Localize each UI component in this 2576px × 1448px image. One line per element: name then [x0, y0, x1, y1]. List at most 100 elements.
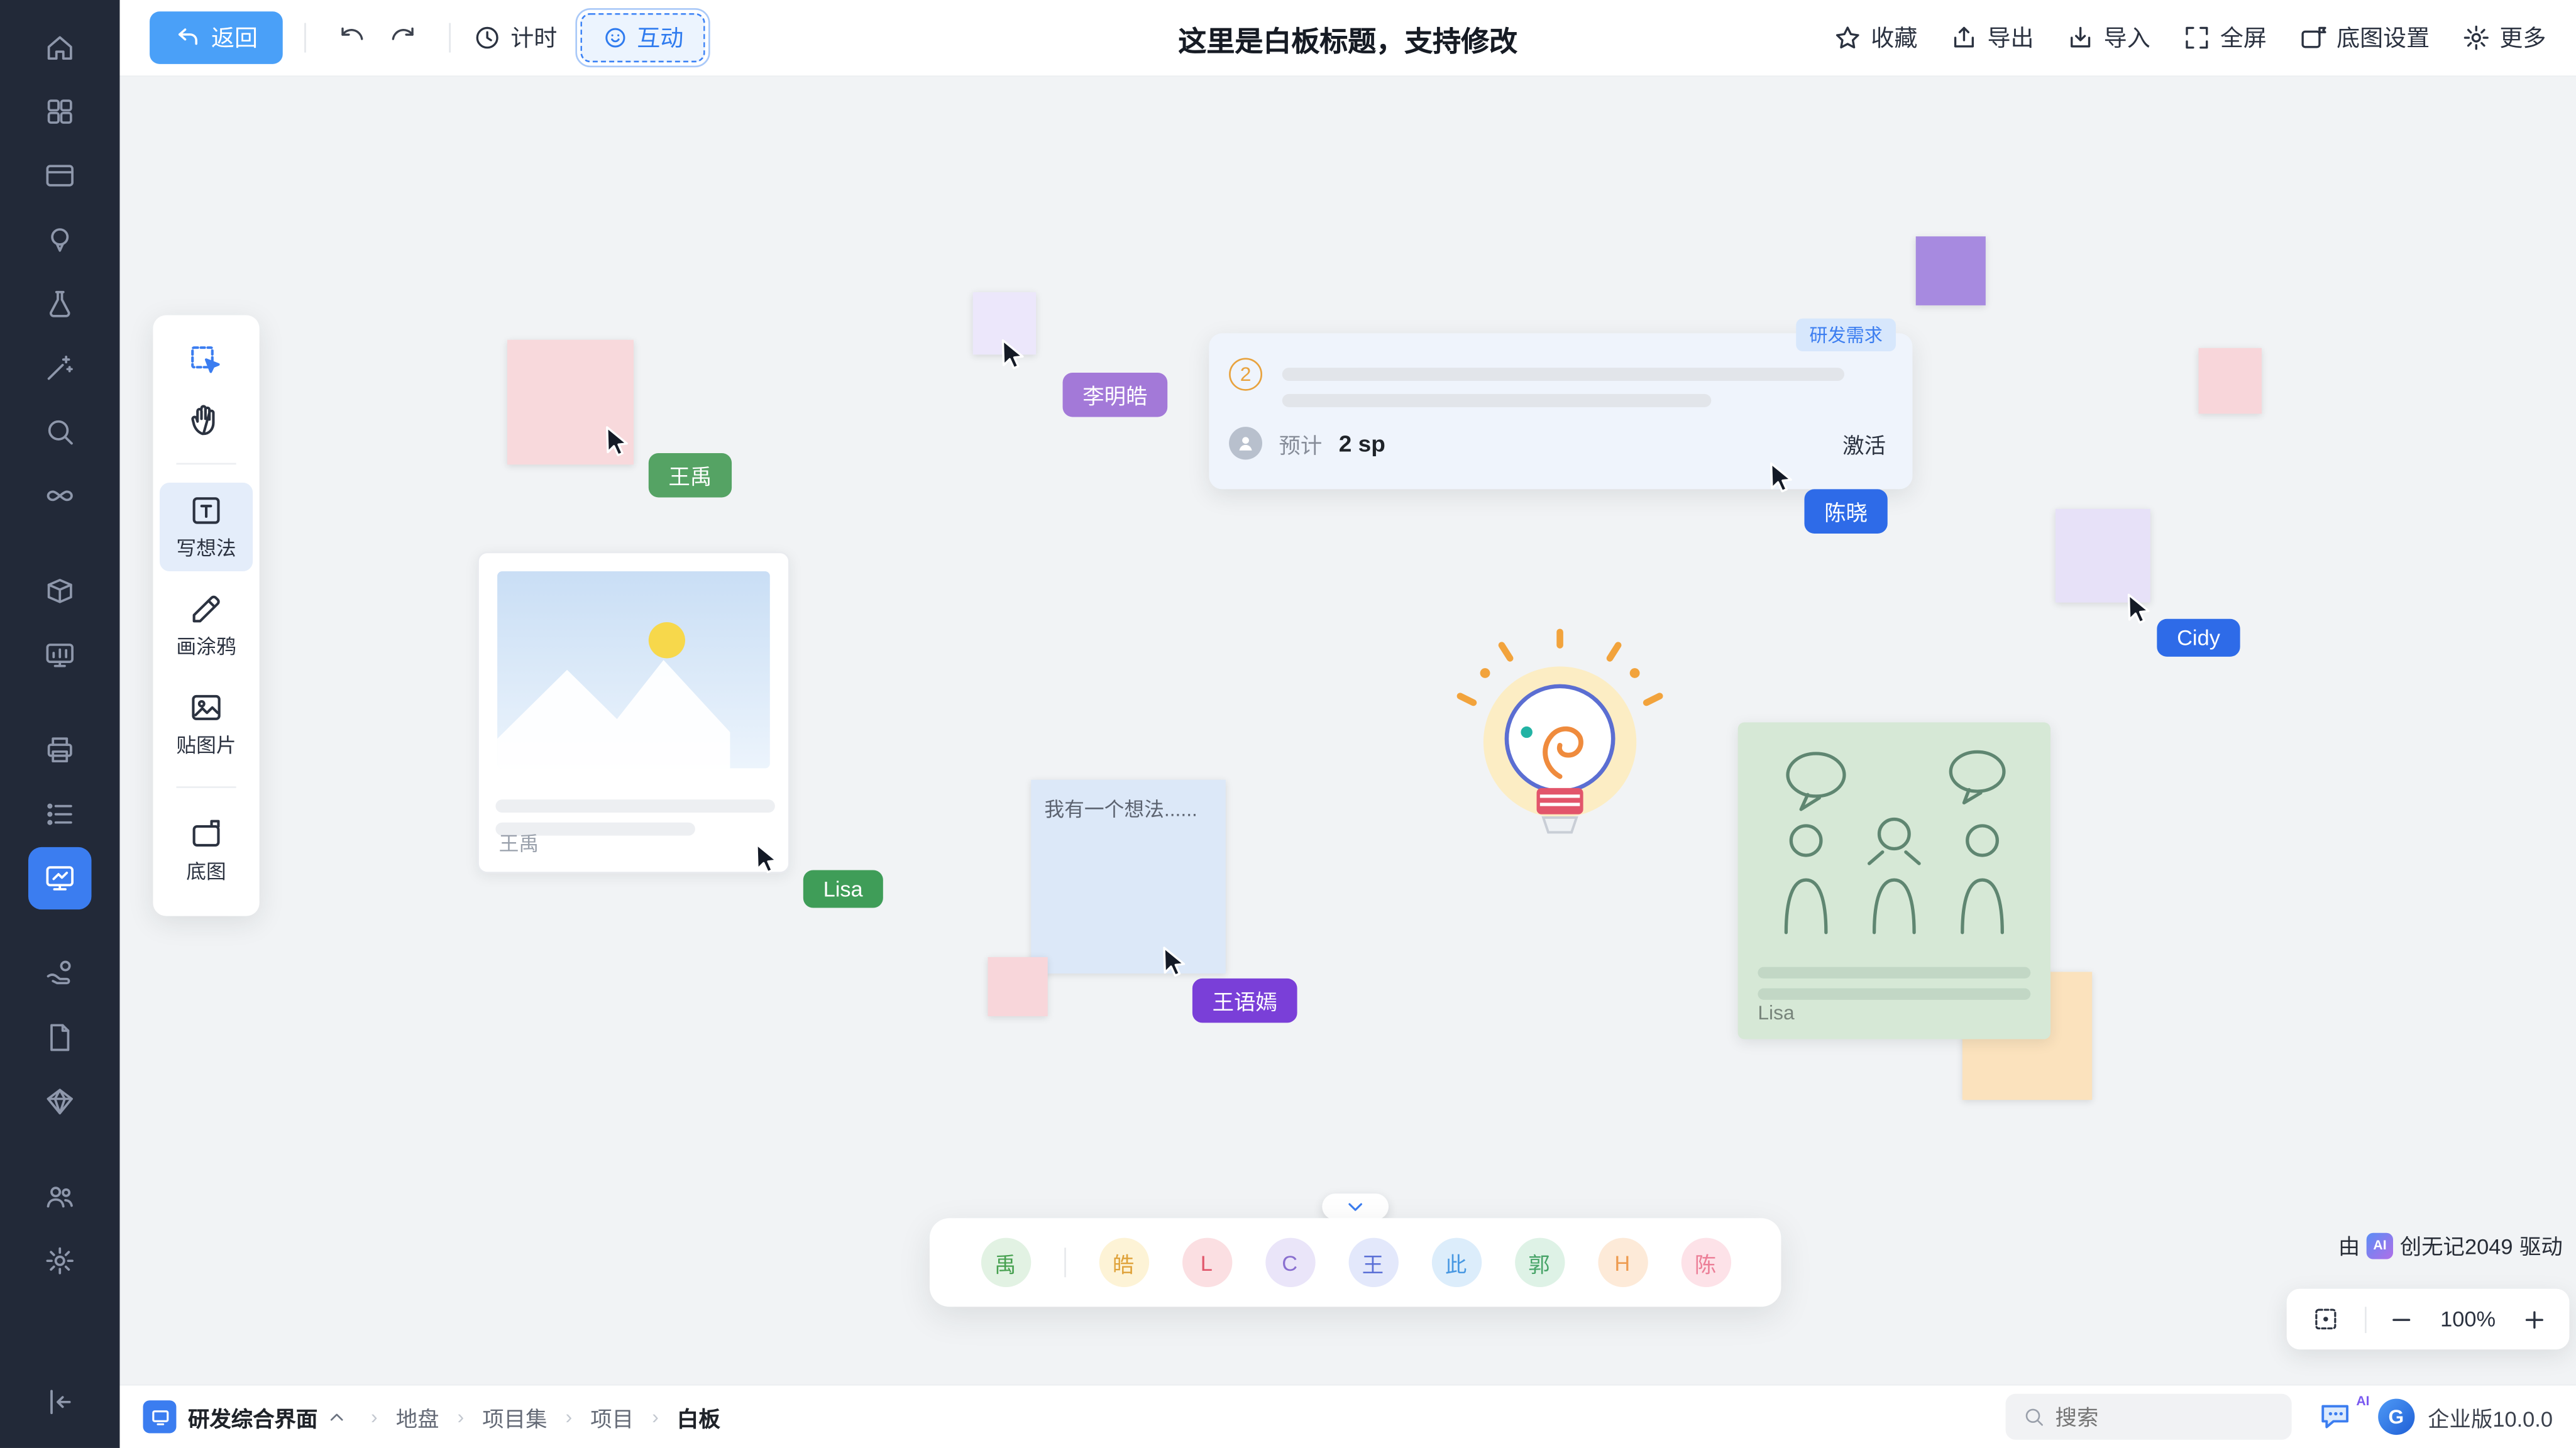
list-icon[interactable] — [28, 783, 92, 845]
chart-board-icon[interactable] — [28, 624, 92, 686]
collapse-presence-button[interactable] — [1322, 1193, 1389, 1220]
whiteboard-icon[interactable] — [28, 847, 92, 910]
board-title[interactable]: 这里是白板标题，支持修改 — [1178, 25, 1518, 57]
ai-chat-icon[interactable]: AI — [2318, 1394, 2370, 1433]
image-card[interactable]: 王禹 — [477, 551, 790, 874]
breadcrumb-separator: › — [652, 1405, 659, 1429]
paste-image-label: 贴图片 — [176, 733, 236, 757]
collapse-sidebar-icon[interactable] — [28, 1371, 92, 1433]
export-label: 导出 — [1987, 25, 2034, 51]
import-icon — [2071, 26, 2091, 48]
avatar[interactable]: L — [1181, 1237, 1232, 1287]
workspace-name[interactable]: 研发综合界面 — [187, 1406, 318, 1431]
requirement-tag: 研发需求 — [1796, 318, 1896, 352]
status-text: 激活 — [1842, 432, 1886, 458]
lightbulb-illustration — [1443, 624, 1676, 903]
more-button[interactable]: 更多 — [2461, 21, 2546, 54]
undo-icon[interactable] — [328, 15, 377, 61]
breadcrumb-item-current[interactable]: 白板 — [676, 1406, 720, 1431]
avatar[interactable]: C — [1264, 1237, 1315, 1287]
flask-icon[interactable] — [28, 273, 92, 335]
zoom-level[interactable]: 100% — [2440, 1307, 2496, 1332]
document-icon[interactable] — [28, 1006, 92, 1068]
brand-logo: G — [2377, 1398, 2414, 1435]
gear-icon — [2463, 25, 2489, 50]
back-button[interactable]: 返回 — [150, 11, 283, 64]
timer-button[interactable]: 计时 — [472, 21, 557, 54]
team-icon[interactable] — [28, 1166, 92, 1228]
basemap-settings-button[interactable]: 底图设置 — [2298, 21, 2430, 54]
hand-share-icon[interactable] — [28, 942, 92, 1004]
zoom-divider — [2365, 1306, 2367, 1332]
search-box[interactable] — [2005, 1393, 2292, 1440]
cube-icon[interactable] — [28, 560, 92, 622]
search-input[interactable] — [2055, 1404, 2275, 1429]
breadcrumb-separator: › — [371, 1405, 378, 1429]
whiteboard-canvas[interactable]: 写想法 画涂鸦 贴图片 底图 我有一个想法...... — [119, 77, 2576, 1385]
avatar[interactable]: 此 — [1431, 1237, 1481, 1287]
settings-icon[interactable] — [28, 1230, 92, 1292]
fit-view-icon[interactable] — [2303, 1297, 2348, 1342]
import-label: 导入 — [2103, 25, 2150, 51]
printer-icon[interactable] — [28, 719, 92, 781]
avatar[interactable]: 禹 — [980, 1237, 1030, 1287]
user-label: Cidy — [2157, 618, 2240, 657]
export-button[interactable]: 导出 — [1949, 21, 2034, 54]
skeleton-line — [495, 822, 695, 836]
chevron-down-icon — [1348, 1203, 1363, 1211]
idea-pin-icon[interactable] — [28, 209, 92, 271]
apps-grid-icon[interactable] — [28, 80, 92, 143]
zoom-out-icon[interactable] — [2383, 1301, 2419, 1337]
interact-button[interactable]: 互动 — [575, 8, 710, 68]
sticky-note[interactable] — [972, 292, 1037, 355]
basemap-tool[interactable]: 底图 — [160, 806, 253, 895]
basemap-settings-label: 底图设置 — [2337, 25, 2430, 51]
idea-note[interactable]: 我有一个想法...... — [1031, 779, 1226, 974]
write-idea-tool[interactable]: 写想法 — [159, 482, 253, 572]
magic-wand-icon[interactable] — [28, 337, 92, 399]
requirement-card[interactable]: 研发需求 2 预计 2 sp 激活 — [1209, 318, 1913, 490]
infinity-icon[interactable] — [28, 464, 92, 527]
fullscreen-button[interactable]: 全屏 — [2182, 21, 2267, 54]
breadcrumb-item[interactable]: 项目集 — [482, 1406, 548, 1431]
sticky-note[interactable] — [1915, 236, 1986, 305]
doodle-tool[interactable]: 画涂鸦 — [160, 581, 253, 670]
favorite-button[interactable]: 收藏 — [1832, 21, 1917, 54]
presence-divider — [1063, 1248, 1065, 1278]
avatar[interactable]: 郭 — [1514, 1237, 1565, 1287]
sticky-note[interactable] — [507, 339, 634, 465]
toolbar-actions: 收藏 导出 导入 全屏 底图设置 更多 — [1832, 21, 2546, 54]
cards-icon[interactable] — [28, 145, 92, 207]
breadcrumb-item[interactable]: 项目 — [590, 1406, 634, 1431]
card-author: 王禹 — [498, 832, 539, 855]
user-label: 王语嫣 — [1192, 978, 1297, 1023]
avatar[interactable]: 陈 — [1680, 1237, 1731, 1287]
card-image — [497, 571, 770, 769]
select-tool[interactable] — [170, 332, 243, 391]
diamond-icon[interactable] — [28, 1070, 92, 1133]
avatar[interactable]: H — [1597, 1237, 1648, 1287]
user-label: 李明皓 — [1062, 372, 1168, 417]
paste-image-tool[interactable]: 贴图片 — [160, 679, 253, 768]
sticky-note[interactable] — [988, 957, 1048, 1016]
zoom-toolbar: 100% — [2286, 1288, 2570, 1350]
favorite-label: 收藏 — [1871, 25, 1918, 51]
search-icon[interactable] — [28, 400, 92, 463]
breadcrumb-item[interactable]: 地盘 — [395, 1406, 439, 1431]
import-button[interactable]: 导入 — [2066, 21, 2150, 54]
zoom-in-icon[interactable] — [2516, 1301, 2553, 1337]
powered-suffix: 驱动 — [2519, 1234, 2563, 1259]
chevron-up-icon[interactable] — [328, 1408, 346, 1426]
doodle-card[interactable]: Lisa — [1737, 722, 2051, 1039]
presence-bar: 禹 皓 L C 王 此 郭 H 陈 — [929, 1218, 1781, 1307]
avatar[interactable]: 王 — [1348, 1237, 1398, 1287]
avatar[interactable]: 皓 — [1098, 1237, 1148, 1287]
powered-prefix: 由 — [2338, 1234, 2360, 1259]
home-icon[interactable] — [28, 16, 92, 79]
pan-tool[interactable] — [170, 391, 243, 450]
hand-icon — [191, 405, 215, 436]
redo-icon[interactable] — [378, 15, 427, 61]
sticky-note[interactable] — [2198, 348, 2262, 414]
fullscreen-icon — [2186, 26, 2208, 49]
sticky-note[interactable] — [2055, 508, 2150, 603]
